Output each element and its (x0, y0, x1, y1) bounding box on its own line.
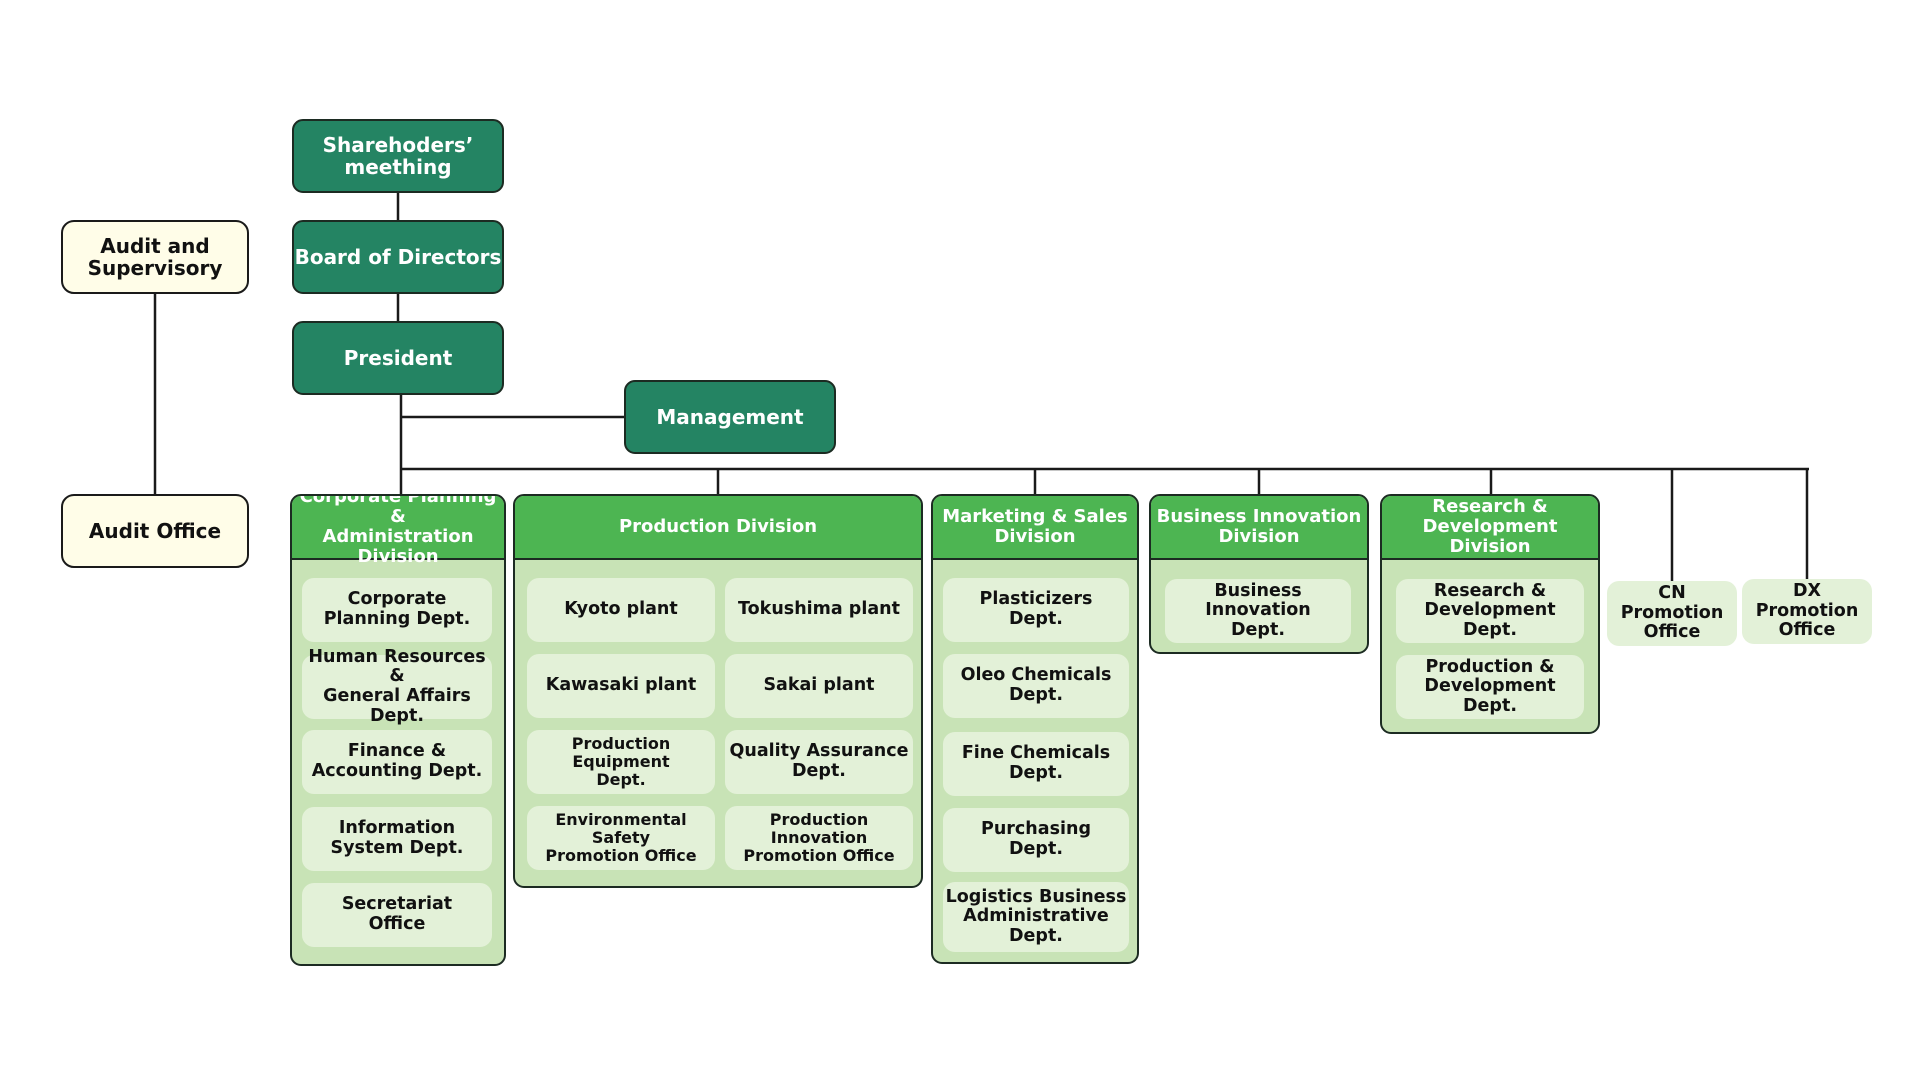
dept-information-system: Information System Dept. (302, 807, 492, 871)
research-division-panel: Research & Development Division Research… (1380, 494, 1600, 734)
board-of-directors-box: Board of Directors (292, 220, 504, 294)
dept-production-innovation: Production Innovation Promotion Office (725, 806, 913, 870)
dept-kyoto-plant: Kyoto plant (527, 578, 715, 642)
dept-secretariat-office: Secretariat Office (302, 883, 492, 947)
corporate-division-title: Corporate Planning & Administration Divi… (292, 496, 504, 567)
shareholders-meeting-box: Sharehoders’ meething (292, 119, 504, 193)
dept-human-resources: Human Resources & General Affairs Dept. (302, 647, 492, 725)
innovation-division-panel: Business Innovation Division Business In… (1149, 494, 1369, 654)
dept-logistics-business: Logistics Business Administrative Dept. (943, 882, 1129, 952)
dept-production-equipment: Production Equipment Dept. (527, 730, 715, 794)
dept-purchasing: Purchasing Dept. (943, 808, 1129, 872)
dept-quality-assurance: Quality Assurance Dept. (725, 730, 913, 794)
dept-corporate-planning: Corporate Planning Dept. (302, 578, 492, 642)
dept-production-development: Production & Development Dept. (1396, 655, 1584, 719)
dept-finance-accounting: Finance & Accounting Dept. (302, 730, 492, 794)
audit-supervisory-box: Audit and Supervisory (61, 220, 249, 294)
marketing-division-title: Marketing & Sales Division (933, 496, 1137, 560)
marketing-division-panel: Marketing & Sales Division Plasticizers … (931, 494, 1139, 964)
dept-sakai-plant: Sakai plant (725, 654, 913, 718)
dept-plasticizers: Plasticizers Dept. (943, 578, 1129, 642)
cn-promotion-office: CN Promotion Office (1607, 581, 1737, 646)
production-division-panel: Production Division Kyoto plant Tokushim… (513, 494, 923, 888)
research-division-title: Research & Development Division (1382, 496, 1598, 560)
dept-oleo-chemicals: Oleo Chemicals Dept. (943, 654, 1129, 718)
dept-business-innovation: Business Innovation Dept. (1165, 579, 1351, 643)
dept-environmental-safety: Environmental Safety Promotion Office (527, 806, 715, 870)
dx-promotion-office: DX Promotion Office (1742, 579, 1872, 644)
innovation-division-title: Business Innovation Division (1151, 496, 1367, 560)
management-box: Management (624, 380, 836, 454)
audit-office-box: Audit Office (61, 494, 249, 568)
production-division-title: Production Division (515, 496, 921, 560)
dept-tokushima-plant: Tokushima plant (725, 578, 913, 642)
president-box: President (292, 321, 504, 395)
dept-kawasaki-plant: Kawasaki plant (527, 654, 715, 718)
corporate-division-panel: Corporate Planning & Administration Divi… (290, 494, 506, 966)
dept-research-development: Research & Development Dept. (1396, 579, 1584, 643)
dept-fine-chemicals: Fine Chemicals Dept. (943, 732, 1129, 796)
